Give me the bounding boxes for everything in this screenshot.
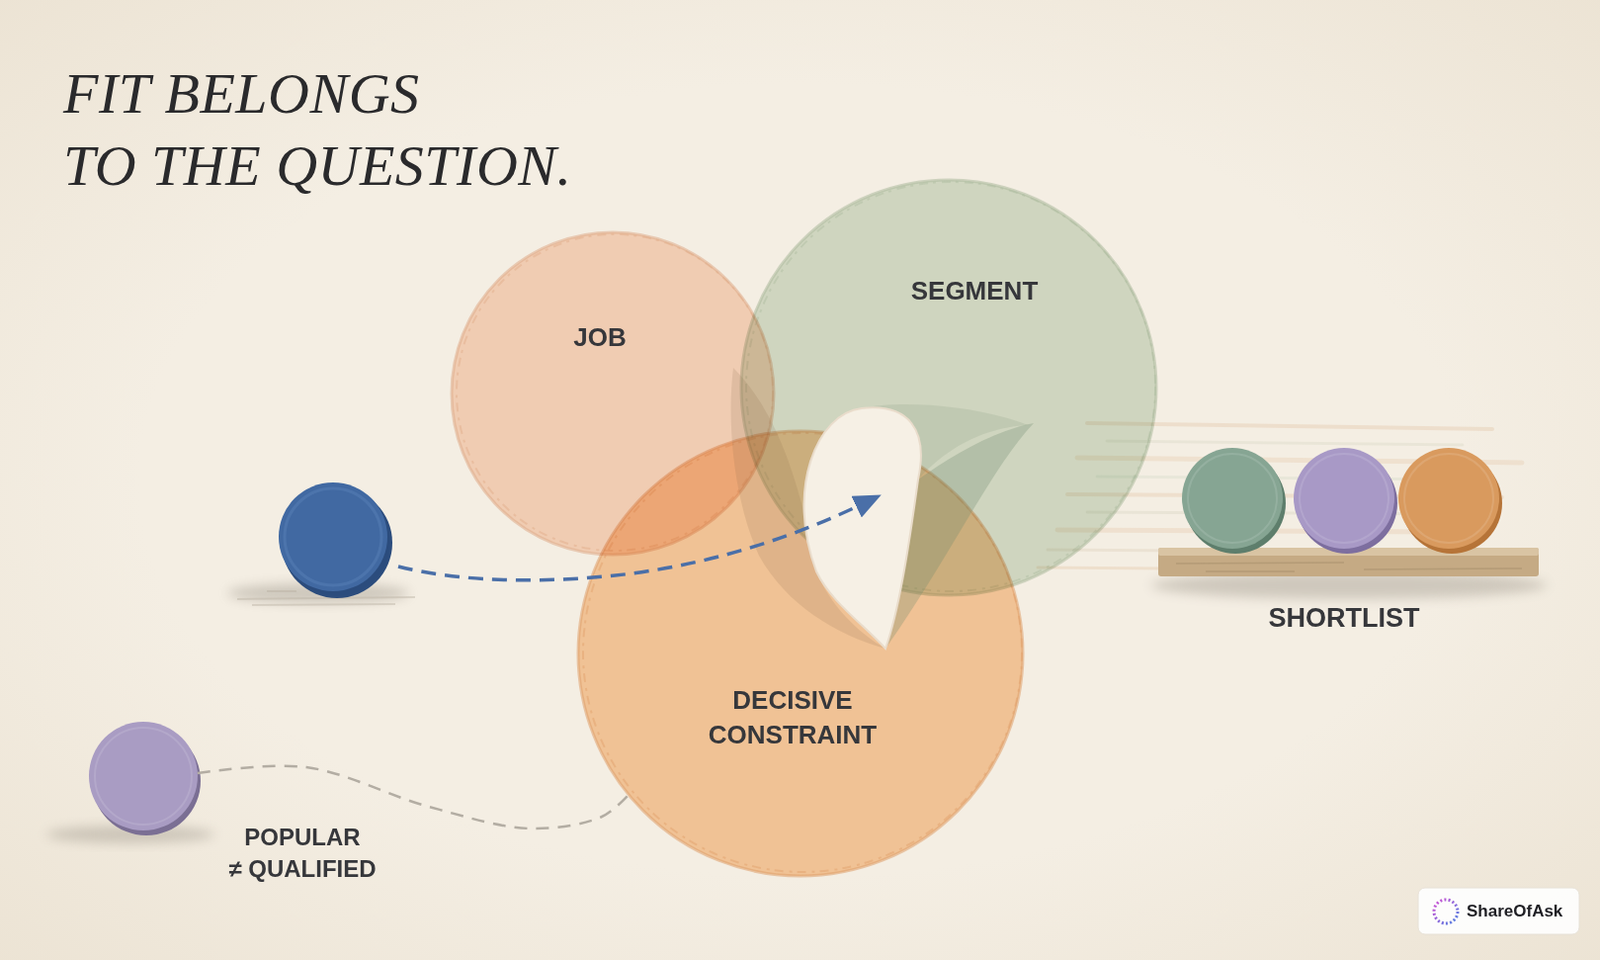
text-line: POPULAR — [228, 821, 376, 853]
node-label: SEGMENT — [911, 274, 1039, 307]
dashed-arrow — [398, 504, 862, 581]
coin-rim — [94, 727, 192, 825]
text-line: CONSTRAINT — [708, 717, 877, 753]
logo-box — [1418, 887, 1580, 934]
logo-text: ShareOfAsk — [1466, 901, 1563, 922]
wood-grain — [1176, 562, 1522, 572]
coin — [1293, 447, 1395, 549]
coin-rim — [1299, 453, 1389, 543]
coin — [1181, 447, 1283, 549]
coin-rim — [284, 488, 382, 586]
popular-coin: POPULAR ≠ QUALIFIED — [79, 711, 406, 890]
text-line: FIT BELONGS — [63, 57, 573, 130]
node-label: JOB — [573, 321, 626, 353]
shortlist-coin — [1181, 447, 1286, 554]
node-label: SHORTLIST — [1268, 601, 1421, 634]
node-label: DECISIVE CONSTRAINT — [708, 682, 877, 753]
coin — [88, 721, 198, 831]
text-line: JOB — [573, 321, 626, 353]
blue-coin — [278, 482, 388, 591]
pencil-edge — [583, 432, 1022, 872]
text-line: DECISIVE — [708, 682, 877, 718]
coin-rim — [1404, 453, 1494, 543]
center-gap — [804, 407, 922, 649]
node-label: POPULAR ≠ QUALIFIED — [228, 821, 376, 885]
shortlist-coin — [1293, 447, 1398, 554]
venn-circle-shape — [576, 428, 1025, 878]
venn-fill — [578, 430, 1023, 876]
coin — [1398, 447, 1500, 549]
text-line: SHORTLIST — [1268, 601, 1421, 634]
dashed-connector — [197, 765, 629, 829]
venn-circle: DECISIVE CONSTRAINT — [576, 428, 1025, 878]
ribbon-shade — [885, 422, 1034, 649]
text-line: TO THE QUESTION. — [63, 129, 573, 202]
shortlist-coin — [1398, 447, 1503, 554]
coin-rim — [1187, 453, 1277, 543]
logo-ring — [1433, 899, 1458, 924]
shortlist-shelf: SHORTLIST — [1146, 434, 1552, 643]
title: FIT BELONGS TO THE QUESTION. — [63, 57, 573, 202]
ribbon-shade — [861, 404, 1028, 480]
text-line: SEGMENT — [911, 274, 1039, 307]
motion-streak — [1037, 567, 1167, 569]
ribbon-shade — [731, 367, 886, 649]
text-line: ≠ QUALIFIED — [228, 852, 376, 885]
popular-coin-shape — [88, 721, 201, 836]
motion-streak — [1106, 440, 1463, 445]
